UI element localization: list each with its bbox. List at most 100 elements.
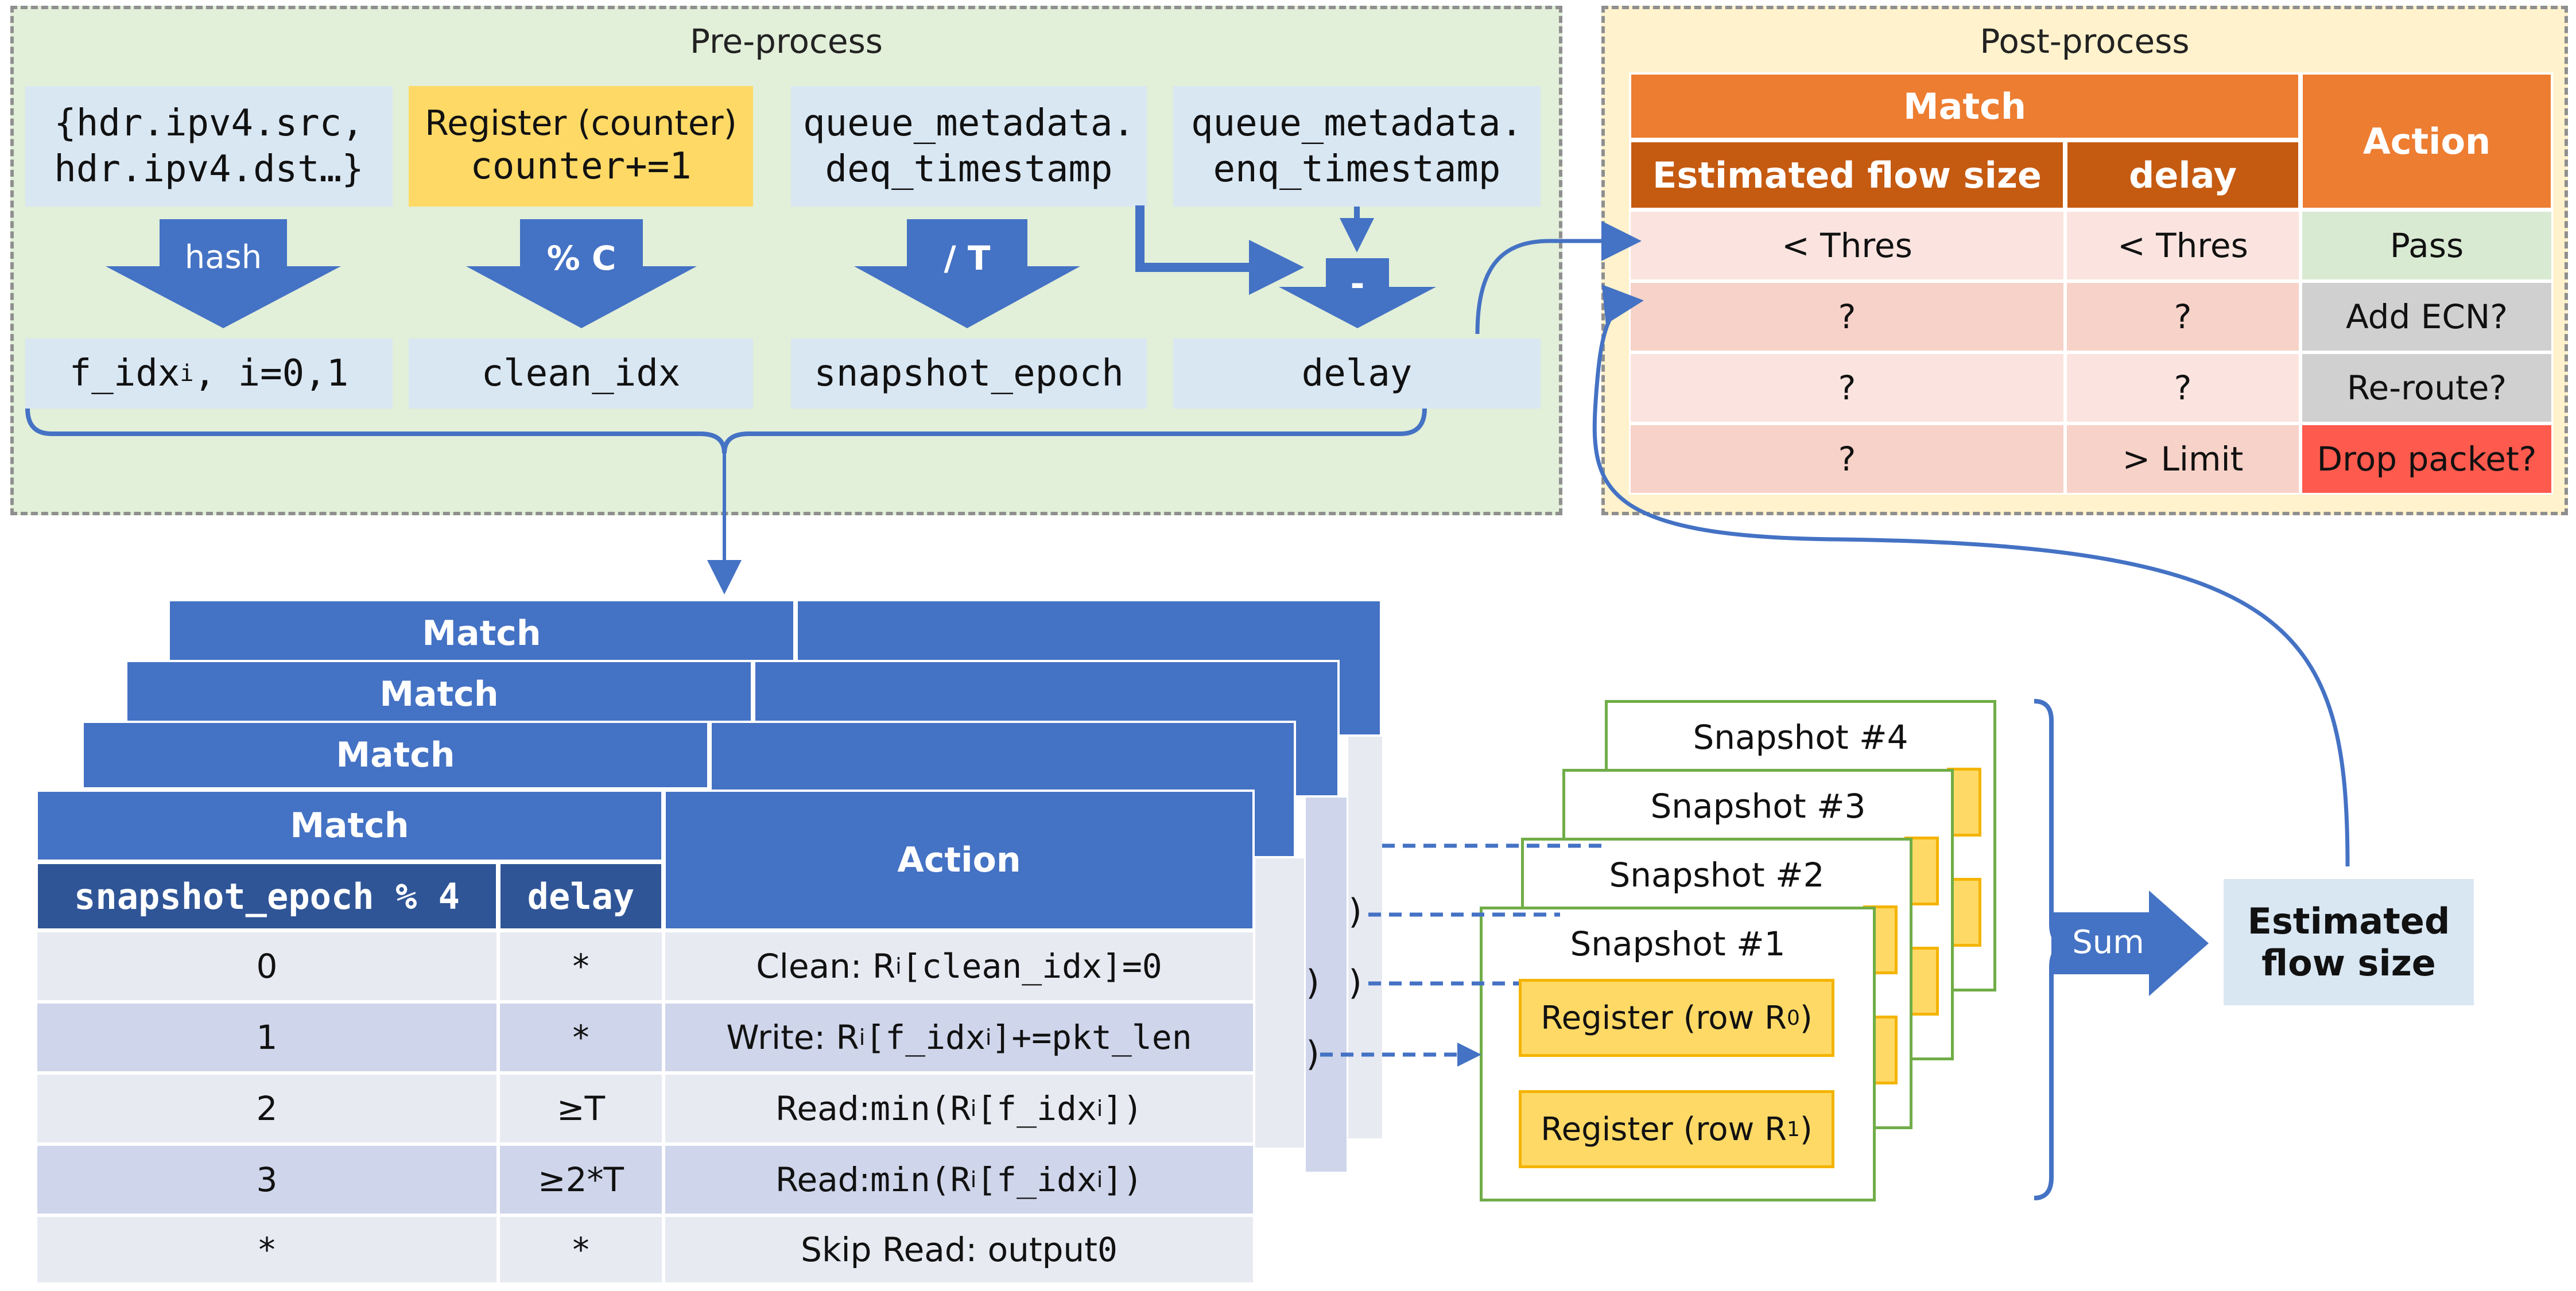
delay-to-post-curve — [1475, 221, 1642, 335]
register-row-1-sub: 1 — [1787, 1117, 1800, 1141]
snapshot-2-title: Snapshot #2 — [1609, 856, 1825, 895]
front-row-0-action-pre: Clean: R — [756, 947, 896, 986]
snapshot-3-title: Snapshot #3 — [1650, 787, 1866, 826]
hash-arrow — [106, 219, 341, 328]
post-row-4-action: Drop packet? — [2300, 423, 2553, 495]
output-clean-idx: clean_idx — [409, 339, 753, 409]
deq-to-minus-line — [1135, 205, 1304, 295]
front-col-epoch: snapshot_epoch % 4 — [36, 862, 498, 931]
front-row-3-action-sub2: i — [1096, 1167, 1103, 1192]
front-row-1-action-sub: i — [859, 1025, 866, 1050]
flow-size-to-post-curve — [1592, 284, 2350, 867]
post-row-3-flow: ? — [1629, 352, 2065, 423]
post-col-flow-size: Estimated flow size — [1629, 140, 2065, 210]
front-row-4-epoch: * — [36, 1215, 498, 1284]
front-row-2-delay: ≥T — [498, 1073, 664, 1144]
front-action-header: Action — [664, 790, 1255, 931]
peek-paren-3: ) — [1345, 963, 1367, 1003]
minus-arrow — [1279, 258, 1436, 328]
post-row-3-action: Re-route? — [2300, 352, 2553, 423]
post-col-delay: delay — [2065, 140, 2300, 210]
post-row-3-delay: ? — [2065, 352, 2300, 423]
front-row-3-delay: ≥2*T — [498, 1144, 664, 1215]
front-row-2-action-code3: ]) — [1103, 1088, 1143, 1128]
minus-label: - — [1350, 264, 1365, 304]
estimated-flow-size-box: Estimated flow size — [2224, 879, 2474, 1005]
post-row-2-action: Add ECN? — [2300, 281, 2553, 352]
input-deq-timestamp: queue_metadata. deq_timestamp — [791, 86, 1147, 207]
front-row-3-action-sub: i — [970, 1167, 977, 1192]
front-row-3-action-pre: Read: — [775, 1160, 871, 1199]
input-deq-line1: queue_metadata. — [803, 102, 1135, 145]
front-match-header: Match — [36, 790, 664, 862]
front-col-delay: delay — [498, 862, 664, 931]
peek-paren-2: ) — [1303, 963, 1324, 1003]
front-row-1-action-code2: ]+=pkt_len — [991, 1017, 1192, 1057]
table-layer-3-peek — [1304, 798, 1347, 1172]
output-snapshot-epoch: snapshot_epoch — [791, 339, 1147, 409]
front-row-0-epoch: 0 — [36, 931, 498, 1002]
front-row-2-action-sub2: i — [1096, 1096, 1103, 1121]
output-delay: delay — [1173, 339, 1541, 409]
front-row-1-action-code: [f_idx — [865, 1017, 986, 1057]
table-layer-4-peek — [1347, 737, 1382, 1138]
estimated-flow-size-line1: Estimated — [2247, 900, 2450, 942]
peek-paren-1: ) — [1345, 892, 1367, 932]
post-row-1-action: Pass — [2300, 210, 2553, 281]
front-row-4-action: Skip Read: output 0 — [664, 1215, 1255, 1284]
register-row-0-pre: Register (row R — [1541, 999, 1787, 1037]
input-enq-timestamp: queue_metadata. enq_timestamp — [1173, 86, 1541, 207]
front-row-3-action-code2: [f_idx — [976, 1160, 1097, 1199]
front-row-3-epoch: 3 — [36, 1144, 498, 1215]
post-row-4-flow: ? — [1629, 423, 2065, 495]
post-row-4-delay: > Limit — [2065, 423, 2300, 495]
front-row-1-action-pre: Write: R — [726, 1018, 859, 1057]
front-row-2-action-sub: i — [970, 1096, 977, 1121]
front-row-2-action-code: min(R — [870, 1088, 971, 1128]
front-row-4-delay: * — [498, 1215, 664, 1284]
register-row-0-sub: 0 — [1787, 1006, 1800, 1030]
front-row-2-action-code2: [f_idx — [976, 1088, 1097, 1128]
front-row-2-action-pre: Read: — [775, 1089, 871, 1128]
front-row-4-action-pre: Skip Read: output — [801, 1230, 1097, 1269]
output-f-idx-sub: i — [180, 360, 194, 387]
div-t-label: / T — [944, 239, 991, 278]
input-hdr-fields: {hdr.ipv4.src, hdr.ipv4.dst…} — [25, 86, 393, 207]
post-row-2-flow: ? — [1629, 281, 2065, 352]
post-row-2-delay: ? — [2065, 281, 2300, 352]
register-row-1-post: ) — [1799, 1110, 1813, 1148]
front-row-1-epoch: 1 — [36, 1002, 498, 1073]
front-row-1-delay: * — [498, 1002, 664, 1073]
front-row-3-action-code3: ]) — [1103, 1160, 1143, 1199]
mod-c-arrow — [466, 219, 697, 328]
hash-label: hash — [184, 239, 262, 276]
front-row-1-action-sub2: i — [985, 1025, 992, 1050]
div-t-arrow — [854, 219, 1080, 328]
postprocess-title: Post-process — [1980, 22, 2190, 61]
table-layer-3-match: Match — [125, 660, 753, 729]
post-match-header: Match — [1629, 72, 2300, 140]
sum-arrow — [2051, 891, 2209, 996]
register-row-1-pre: Register (row R — [1541, 1110, 1787, 1148]
register-row-0-post: ) — [1799, 999, 1813, 1037]
front-row-3-action-code: min(R — [870, 1160, 971, 1199]
input-enq-line2: enq_timestamp — [1213, 148, 1501, 190]
input-deq-line2: deq_timestamp — [825, 148, 1113, 190]
sum-label: Sum — [2072, 924, 2144, 961]
front-row-4-action-code: 0 — [1097, 1230, 1118, 1269]
estimated-flow-size-line2: flow size — [2261, 942, 2436, 984]
input-register-line1: Register (counter) — [425, 103, 737, 143]
output-f-idx-rest: , i=0,1 — [193, 352, 349, 395]
mod-c-label: % C — [546, 239, 616, 278]
preprocess-title: Pre-process — [689, 22, 883, 61]
front-row-0-action-sub: i — [895, 954, 902, 979]
post-action-header: Action — [2300, 72, 2553, 210]
input-register-line2: counter+=1 — [470, 145, 692, 188]
